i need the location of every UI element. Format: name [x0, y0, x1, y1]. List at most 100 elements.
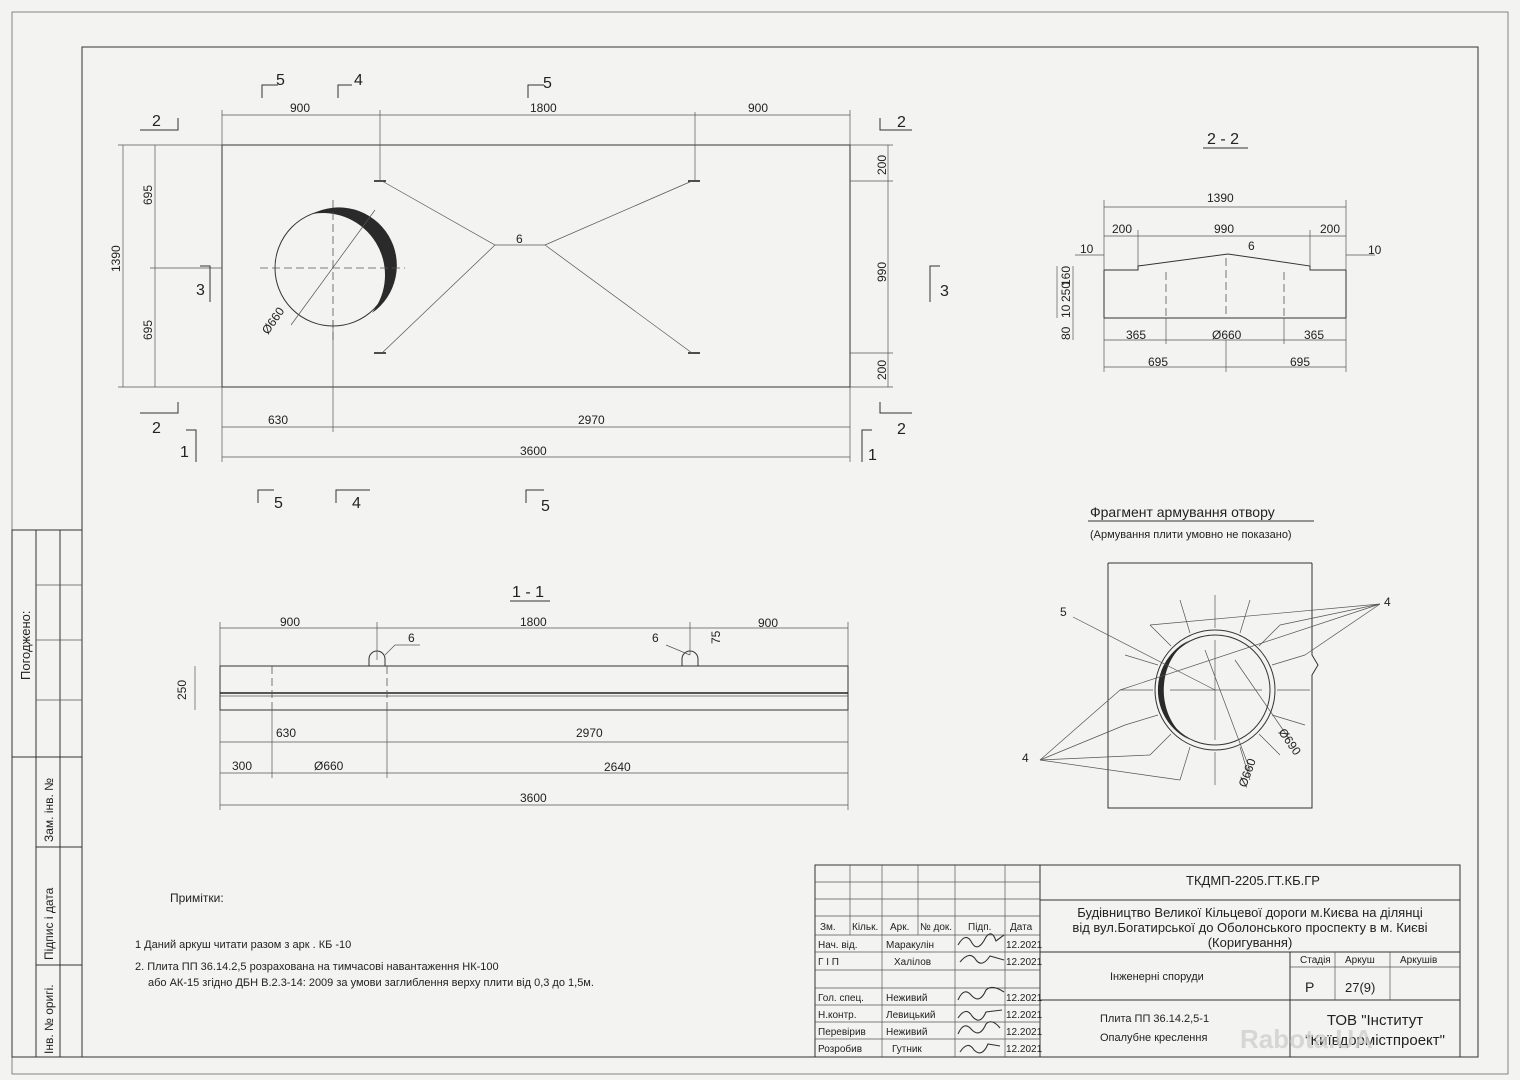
stage-value: Р [1305, 979, 1314, 995]
side-stamp: Погоджено: Інв. № оригі. Підпис і дата З… [11, 529, 83, 1058]
section-1-1-outline [219, 665, 849, 711]
signatures [957, 933, 1005, 1054]
s11-dim-900-b: 900 [758, 616, 778, 630]
section-1-1-title: 1 - 1 [512, 584, 544, 601]
fragment-title: Фрагмент армування отвору [1090, 504, 1275, 520]
staff-name: Неживий [886, 1027, 927, 1038]
s22-dim-660: Ø660 [1212, 328, 1242, 342]
project-line-1: Будівництво Великої Кільцевої дороги м.К… [1077, 905, 1423, 920]
rib-leader-top [381, 180, 693, 246]
cut-5: 5 [541, 498, 550, 515]
fragment-outline [1107, 563, 1319, 809]
stamp-col-repl: Зам. інв. № [42, 778, 56, 842]
staff-date: 12.2021 [1006, 1027, 1043, 1038]
staff-name: Маракулін [886, 940, 934, 951]
s22-dim-365-b: 365 [1304, 328, 1324, 342]
note-2: 2. Плита ПП 36.14.2,5 розрахована на тим… [135, 961, 499, 973]
mark-a: 6 [408, 631, 415, 645]
staff-date: 12.2021 [1006, 957, 1043, 968]
staff-date: 12.2021 [1006, 940, 1043, 951]
org-line-1: ТОВ "Інститут [1327, 1012, 1423, 1029]
s22-dim-80: 80 [1059, 326, 1073, 340]
org-line-2: "Київдормістпроект" [1305, 1032, 1445, 1049]
outer-ring [1154, 629, 1276, 751]
stamp-col-sign: Підпис і дата [42, 887, 56, 960]
s11-dim-630: 630 [276, 726, 296, 740]
rib-leader-bl [381, 244, 496, 354]
staff-date: 12.2021 [1006, 1010, 1043, 1021]
tb-hdr: Арк. [890, 922, 909, 933]
staff-name: Неживий [886, 993, 927, 1004]
radial-bars [1120, 595, 1310, 785]
frag-dia-690: Ø690 [1276, 726, 1304, 758]
staff-role: Н.контр. [818, 1010, 857, 1021]
dim-200-b: 200 [875, 360, 889, 380]
s22-dim-250: 250 [1059, 282, 1073, 302]
s22-dim-160: 160 [1059, 266, 1073, 286]
tb-hdr: Підп. [968, 922, 991, 933]
section-marks: 5 4 5 2 2 2 2 3 3 1 1 5 4 5 [140, 72, 949, 515]
slab-outline [221, 144, 851, 388]
tb-hdr: Кільк. [852, 922, 878, 933]
s22-dim-695: 695 [1148, 355, 1168, 369]
leader [665, 644, 691, 656]
s11-dim-660: Ø660 [314, 759, 344, 773]
frag-mark-4-b: 4 [1022, 751, 1029, 765]
cut-5: 5 [274, 495, 283, 512]
cut-4: 4 [354, 72, 363, 89]
section-2-2-title: 2 - 2 [1207, 131, 1239, 148]
notes: Примітки: 1 Даний аркуш читати разом з а… [135, 891, 594, 989]
s22-dim-1390: 1390 [1207, 191, 1234, 205]
dim-900-b: 900 [748, 101, 768, 115]
dim-1390: 1390 [109, 245, 123, 272]
s11-dim-250: 250 [175, 680, 189, 700]
sheet-name-1: Плита ПП 36.14.2,5-1 [1100, 1013, 1209, 1025]
dim-2970: 2970 [578, 413, 605, 427]
hole-chamfer [312, 207, 397, 313]
dim-900-a: 900 [290, 101, 310, 115]
mark-b: 6 [652, 631, 659, 645]
plan-view: Ø660 6 900 1800 900 695 695 1390 [109, 72, 949, 515]
cut-3: 3 [940, 283, 949, 300]
s22-dim-365: 365 [1126, 328, 1146, 342]
dim-3600: 3600 [520, 444, 547, 458]
cut-2: 2 [897, 421, 906, 438]
leader [384, 644, 420, 656]
project-line-3: (Коригування) [1208, 935, 1293, 950]
sheet-number: 27(9) [1345, 980, 1375, 995]
s22-dim-10: 10 [1080, 242, 1094, 256]
rib-mark-label: 6 [516, 232, 523, 246]
staff-name: Гутник [892, 1044, 922, 1055]
staff-role: Г І П [818, 957, 839, 968]
s11-dim-1800: 1800 [520, 615, 547, 629]
cut-5: 5 [543, 75, 552, 92]
slab-top [1104, 253, 1346, 271]
dim-630: 630 [268, 413, 288, 427]
frag-dia-660: Ø660 [1236, 756, 1259, 789]
s11-dim-300: 300 [232, 759, 252, 773]
staff-role: Гол. спец. [818, 993, 864, 1004]
hole-reinforcement-fragment: Фрагмент армування отвору (Армування пли… [1022, 504, 1391, 809]
s22-dim-695-b: 695 [1290, 355, 1310, 369]
staff-date: 12.2021 [1006, 993, 1043, 1004]
stage-header: Стадія [1300, 955, 1331, 966]
s22-mark-6: 6 [1248, 239, 1255, 253]
cut-1: 1 [180, 444, 189, 461]
cut-2: 2 [897, 114, 906, 131]
s11-dim-900: 900 [280, 615, 300, 629]
hole-dia-label: Ø660 [259, 304, 287, 336]
s22-dim-10-b: 10 [1368, 243, 1382, 257]
s11-dim-3600: 3600 [520, 791, 547, 805]
frag-mark-4: 4 [1384, 595, 1391, 609]
cut-5: 5 [276, 72, 285, 89]
staff-date: 12.2021 [1006, 1044, 1043, 1055]
s11-dim-2970: 2970 [576, 726, 603, 740]
hole-dia-leader [290, 209, 376, 326]
s22-dim-200: 200 [1112, 222, 1132, 236]
fragment-subtitle: (Армування плити умовно не показано) [1090, 529, 1292, 541]
doc-code: ТКДМП-2205.ГТ.КБ.ГР [1186, 873, 1320, 888]
leader-lines [1039, 603, 1381, 781]
staff-name: Левицький [886, 1010, 936, 1021]
dim-990: 990 [875, 262, 889, 282]
stamp-col-orig: Інв. № оригі. [42, 984, 56, 1054]
